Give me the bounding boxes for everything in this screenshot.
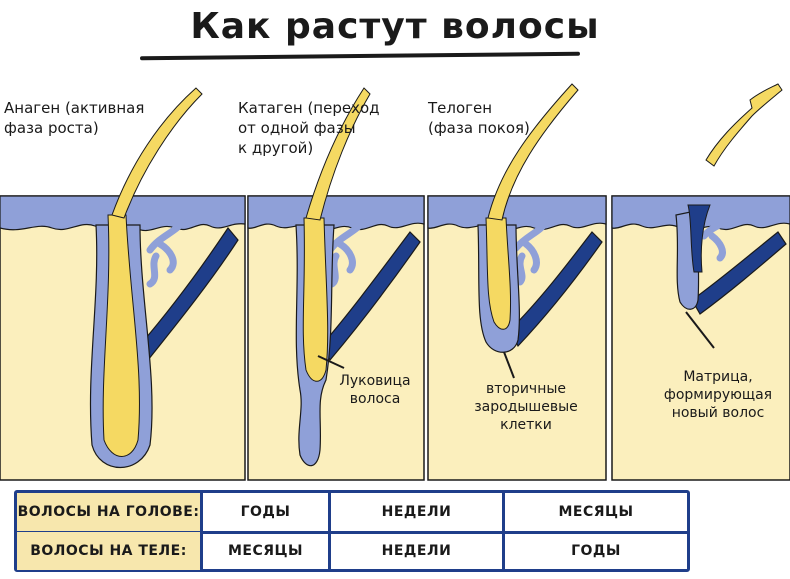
page-title: Как растут волосы [190,6,600,47]
table-cell: ГОДЫ [203,493,331,531]
epidermis-layer [247,195,425,232]
annotation-line: клетки [500,417,552,433]
annotation-line: формирующая [663,387,773,403]
hair-root [102,214,140,457]
table-cell: МЕСЯЦЫ [558,504,634,520]
duration-table: ВОЛОСЫ НА ГОЛОВЕ: ГОДЫ НЕДЕЛИ МЕСЯЦЫ ВОЛ… [14,490,690,572]
annotation-line: волоса [349,391,401,407]
hair-root [302,217,329,382]
annotation-matrix: Матрица, формирующая новый волос [648,368,788,422]
phase-label-telogen: Телоген (фаза покоя) [428,98,530,138]
anagen-panel [0,87,246,481]
new-hair-matrix [687,204,711,273]
bulb-pointer [317,355,345,369]
hair-root [485,217,512,330]
catagen-panel [247,87,425,481]
row-label: ВОЛОСЫ НА ГОЛОВЕ: [17,493,203,531]
shed-hair [705,83,783,167]
table-row-head-hair: ВОЛОСЫ НА ГОЛОВЕ: ГОДЫ НЕДЕЛИ МЕСЯЦЫ [17,493,687,534]
table-row-body-hair: ВОЛОСЫ НА ТЕЛЕ: МЕСЯЦЫ НЕДЕЛИ ГОДЫ [17,532,687,570]
annotation-line: зародышевые [474,399,578,415]
arrector-muscle [691,231,787,315]
annotation-secondary-cells: вторичные зародышевые клетки [466,380,586,434]
sebaceous-gland [146,218,186,288]
annotation-line: Луковица [339,373,411,389]
table-cell: МЕСЯЦЫ [203,532,331,570]
annotation-line: новый волос [671,405,765,421]
new-growth-panel [611,83,790,481]
phase-label-catagen: Катаген (переход от одной фазы к другой) [238,98,380,158]
annotation-line: Матрица, [683,369,753,385]
table-cell: ГОДЫ [571,543,621,559]
phase-label-line: к другой) [238,139,314,157]
arrector-muscle [509,231,603,348]
phase-label-line: от одной фазы [238,119,356,137]
matrix-pointer [685,311,715,349]
sebaceous-gland [700,212,736,262]
phase-label-line: Анаген (активная [4,99,145,117]
table-cell: НЕДЕЛИ [331,532,505,570]
secondary-cells-pointer [503,351,515,379]
epidermis-layer [427,195,607,232]
hair-shaft [305,87,371,221]
phase-label-line: фаза роста) [4,119,99,137]
phase-label-line: Телоген [428,99,493,117]
arrector-muscle [321,231,421,362]
phase-label-anagen: Анаген (активная фаза роста) [4,98,144,138]
annotation-line: вторичные [485,381,567,397]
row-label: ВОЛОСЫ НА ТЕЛЕ: [17,532,203,570]
phase-label-line: (фаза покоя) [428,119,530,137]
hair-shaft [111,87,203,219]
telogen-panel [427,83,607,481]
hair-shaft [487,83,579,221]
phase-label-line: Катаген (переход [238,99,380,117]
sebaceous-gland [512,218,550,286]
table-cell: НЕДЕЛИ [331,493,505,531]
arrector-muscle [139,226,239,362]
annotation-bulb: Луковица волоса [330,372,420,408]
